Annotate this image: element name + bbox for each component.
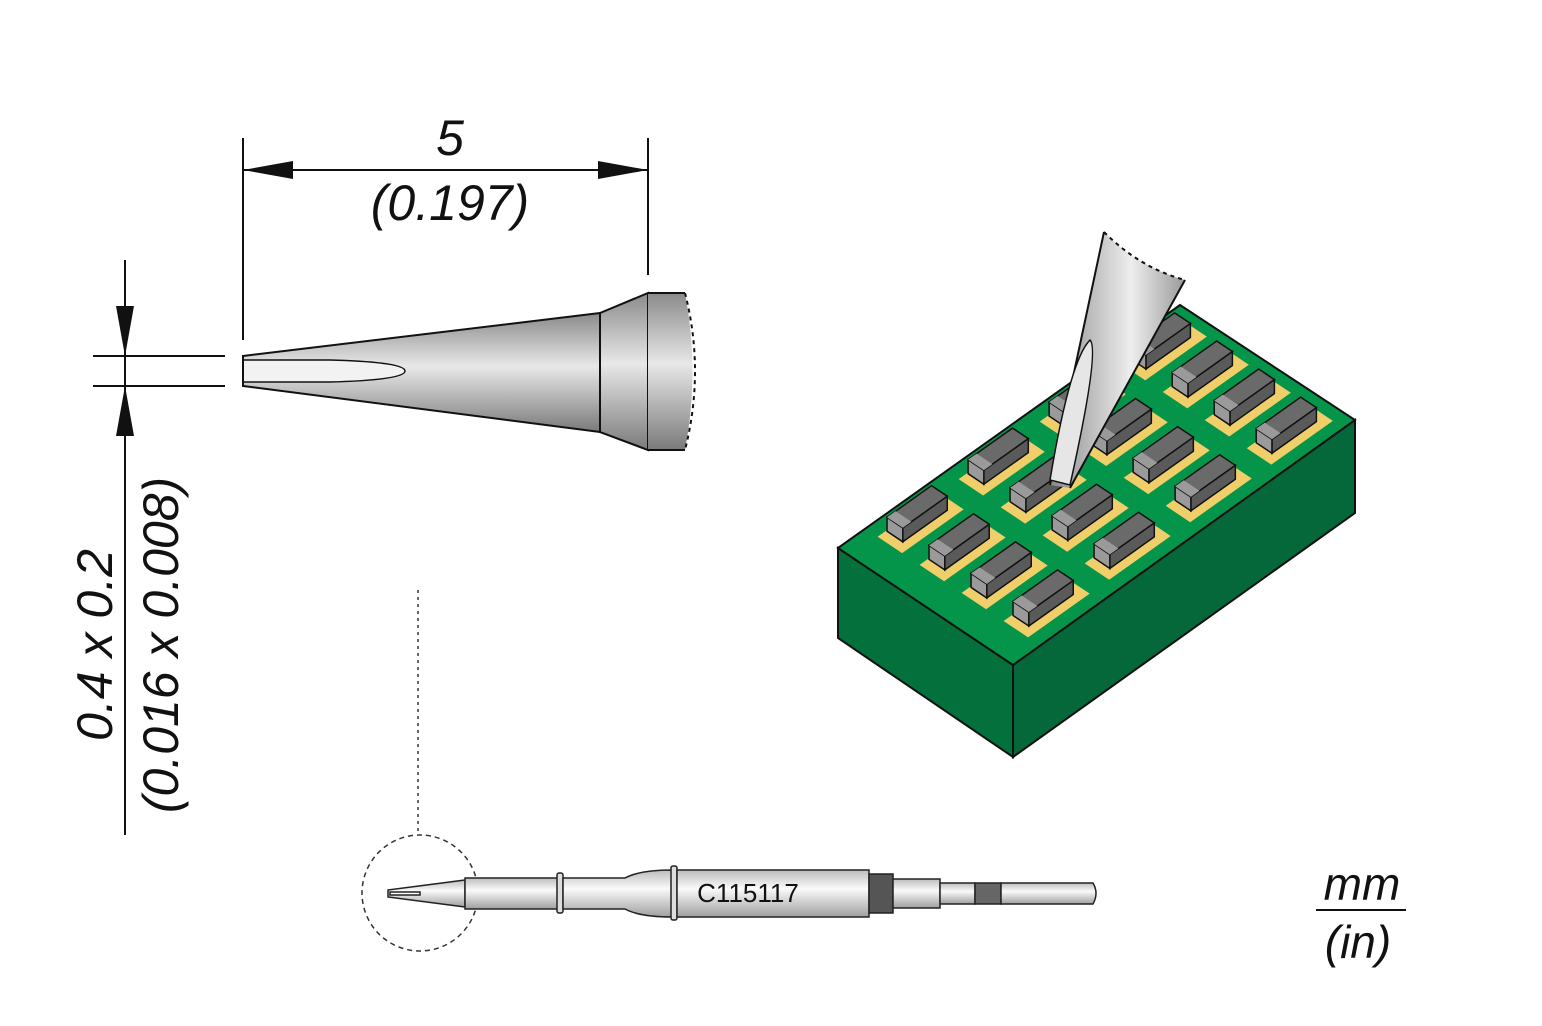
chip-terminal — [971, 567, 996, 584]
unit-in: (in) — [1325, 916, 1391, 968]
unit-mm: mm — [1324, 858, 1401, 910]
arrow-down-icon — [116, 306, 134, 356]
chip-terminal — [929, 539, 954, 556]
chip-terminal — [1175, 480, 1200, 497]
tip-side-view — [242, 291, 696, 452]
chip-terminal — [1010, 481, 1035, 499]
length-in: (0.197) — [371, 175, 529, 231]
chip-terminal — [968, 453, 993, 471]
chip-terminal — [1013, 595, 1038, 613]
tip-size-in: (0.016 x 0.008) — [133, 477, 189, 813]
length-mm: 5 — [436, 110, 464, 166]
pcb-illustration — [836, 231, 1357, 759]
arrow-left-icon — [243, 161, 293, 179]
chip-terminal — [887, 511, 912, 528]
chip-terminal — [1256, 422, 1281, 440]
cartridge — [387, 865, 1097, 921]
chip-terminal — [1172, 366, 1197, 384]
tip-size-dimension: 0.4 x 0.2 (0.016 x 0.008) — [67, 260, 225, 835]
units-legend: mm (in) — [1316, 858, 1406, 968]
arrow-right-icon — [598, 161, 648, 179]
chip-terminal — [1052, 509, 1077, 527]
chip-terminal — [1094, 537, 1119, 555]
arrow-up-icon — [116, 386, 134, 436]
chip-terminal — [1133, 452, 1158, 469]
components — [877, 311, 1333, 638]
part-number: C115117 — [697, 878, 799, 908]
length-dimension: 5 (0.197) — [242, 110, 649, 340]
tip-size-mm: 0.4 x 0.2 — [67, 549, 123, 741]
chip-terminal — [1214, 394, 1239, 412]
iron-tip — [1049, 231, 1186, 489]
